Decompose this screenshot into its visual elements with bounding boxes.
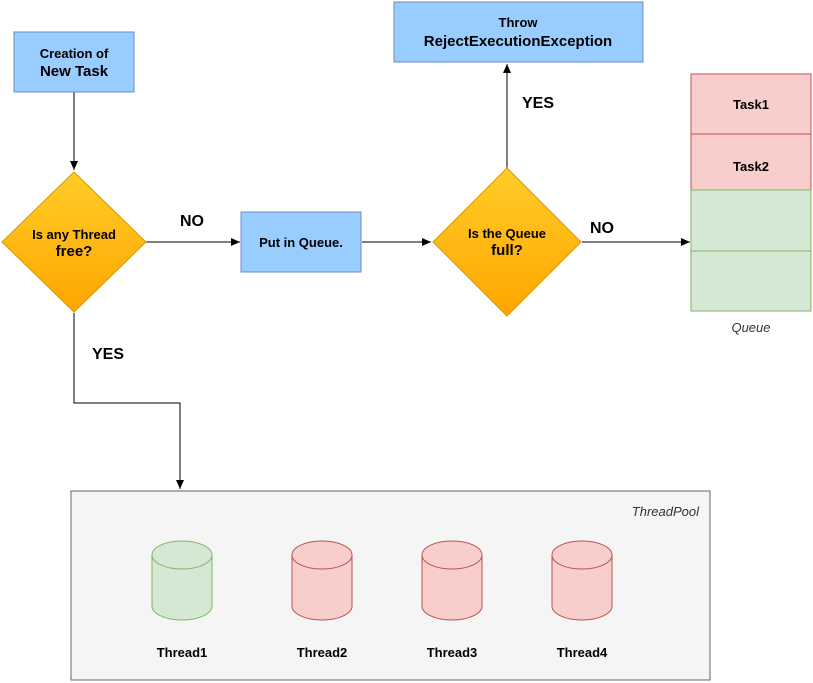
edge-label-thread-free-no: NO [180, 213, 204, 230]
queue-slot-2 [690, 133, 812, 191]
thread-4: Thread4 [551, 540, 613, 660]
creation-line2: New Task [40, 63, 109, 80]
edge-label-queue-full-no: NO [590, 220, 614, 237]
throw-node: Throw RejectExecutionException [393, 1, 644, 63]
thread-1: Thread1 [151, 540, 213, 660]
queue-full-line2: full? [491, 242, 523, 259]
thread-3-label: Thread3 [427, 645, 478, 660]
queue-caption: Queue [731, 320, 770, 335]
edge-label-thread-free-yes: YES [92, 346, 124, 363]
queue-slot-2-label: Task2 [733, 159, 769, 174]
queue-full-decision: Is the Queue full? [432, 167, 582, 317]
thread-free-decision: Is any Thread free? [1, 171, 147, 313]
connectors [70, 64, 690, 489]
edge-label-queue-full-yes: YES [522, 95, 554, 112]
queue-slot-3 [690, 189, 812, 252]
thread-4-label: Thread4 [557, 645, 608, 660]
put-in-queue-node: Put in Queue. [240, 211, 362, 273]
thread-1-label: Thread1 [157, 645, 208, 660]
queue-slot-1-label: Task1 [733, 97, 769, 112]
thread-free-line1: Is any Thread [32, 227, 116, 242]
thread-free-line2: free? [56, 243, 93, 260]
thread-3: Thread3 [421, 540, 483, 660]
creation-node: Creation of New Task [13, 31, 135, 93]
thread-2-label: Thread2 [297, 645, 348, 660]
queue-full-line1: Is the Queue [468, 226, 546, 241]
queue-slot-1 [690, 73, 812, 135]
queue-structure: Task1 Task2 Queue [690, 73, 812, 335]
put-in-queue-label: Put in Queue. [259, 235, 343, 250]
thread-2: Thread2 [291, 540, 353, 660]
throw-line1: Throw [499, 15, 539, 30]
arrow-yes-to-threadpool [73, 313, 184, 489]
thread-pool-caption: ThreadPool [632, 504, 700, 519]
throw-line2: RejectExecutionException [424, 33, 612, 50]
queue-slot-4 [690, 250, 812, 312]
creation-line1: Creation of [40, 46, 109, 61]
